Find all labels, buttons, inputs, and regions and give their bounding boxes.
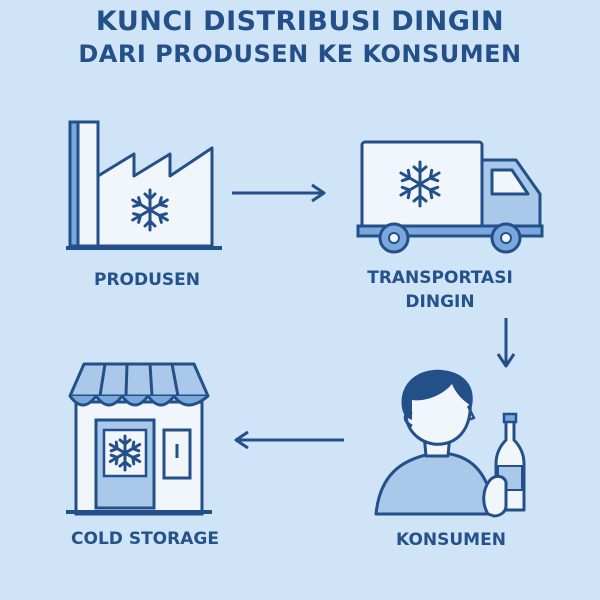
snowflake-icon — [131, 188, 169, 232]
label-consumer: KONSUMEN — [396, 530, 506, 550]
factory-icon — [66, 120, 222, 250]
label-cold-storage: COLD STORAGE — [71, 529, 219, 549]
label-transport: TRANSPORTASI DINGIN — [340, 266, 540, 314]
person-bottle-icon — [374, 369, 526, 518]
label-transport-line-1: TRANSPORTASI — [367, 268, 513, 288]
arrow-left-icon — [234, 430, 344, 450]
snowflake-icon — [399, 160, 441, 208]
snowflake-icon — [108, 434, 142, 472]
store-icon — [66, 362, 212, 516]
arrow-right-icon — [232, 183, 326, 203]
diagram-title-line-1: KUNCI DISTRIBUSI DINGIN — [95, 6, 505, 37]
label-transport-line-2: DINGIN — [405, 292, 475, 312]
truck-icon — [356, 140, 544, 254]
label-producer: PRODUSEN — [93, 270, 200, 290]
arrow-down-icon — [496, 318, 516, 368]
diagram-title-line-2: DARI PRODUSEN KE KONSUMEN — [78, 40, 522, 68]
